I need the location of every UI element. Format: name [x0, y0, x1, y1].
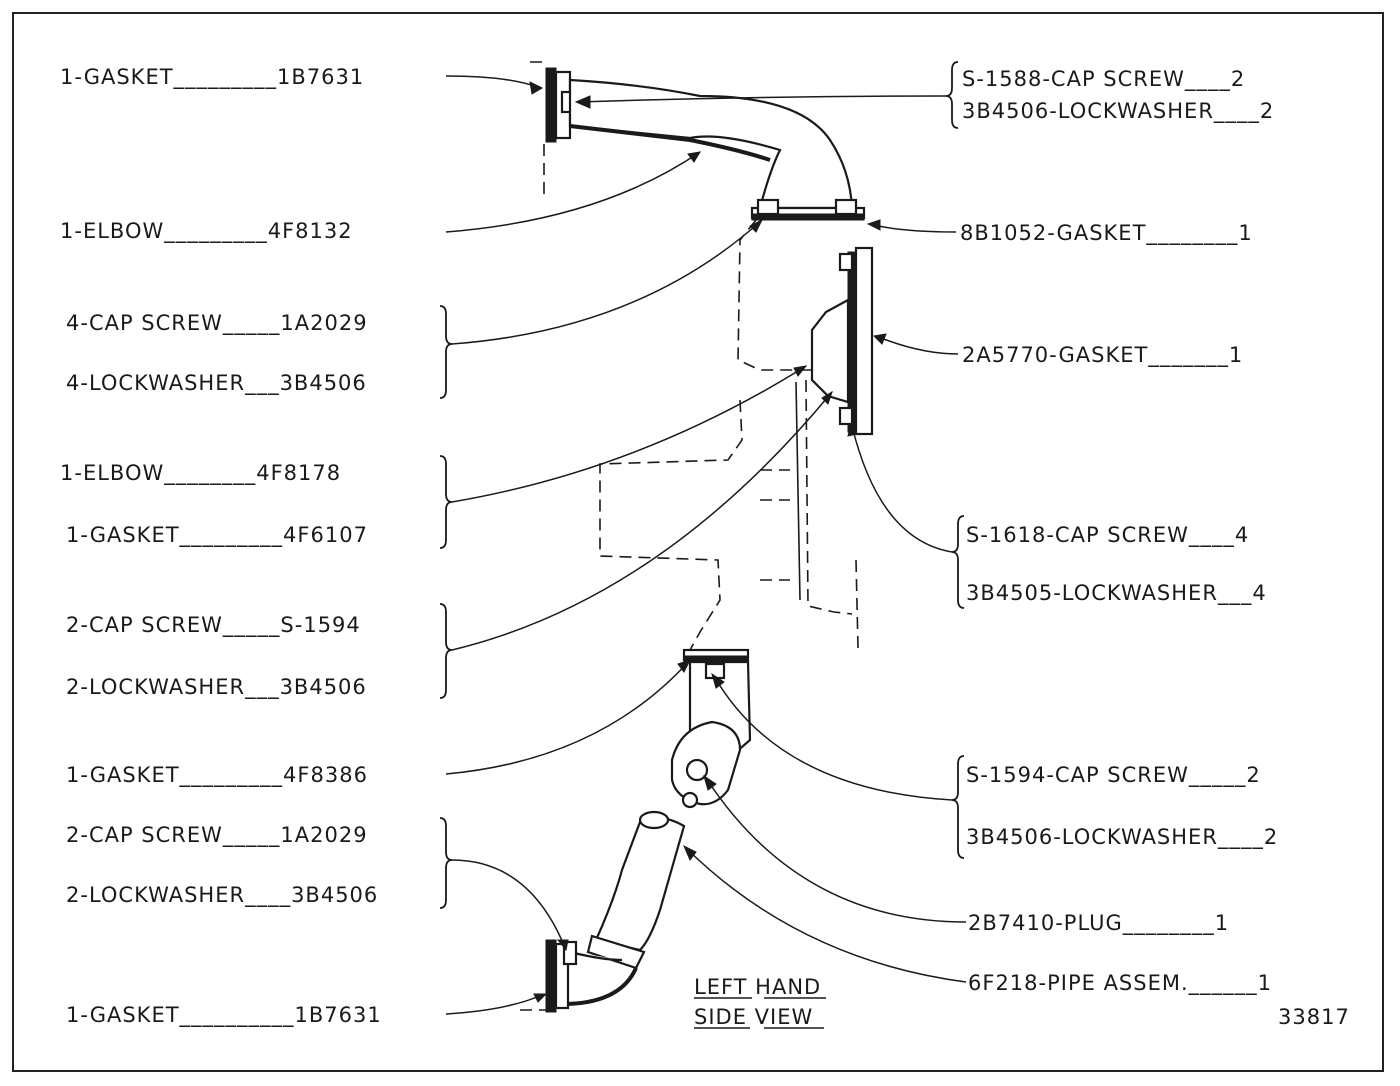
right-braces [945, 61, 965, 859]
top-gasket-1b7631 [545, 67, 557, 143]
side-cover [854, 246, 874, 436]
leader-gasket-2a5770 [875, 335, 959, 355]
brace-s1594-b-group [951, 755, 965, 859]
label-capscrew-s1618: S-1618-CAP SCREW____4 [966, 523, 1249, 548]
label-lockwasher-3b4506-b: 2-LOCKWASHER___3B4506 [66, 675, 367, 700]
right-leaders [577, 95, 967, 983]
side-screw-top [838, 252, 854, 272]
arrow-gasket-top [529, 81, 544, 95]
drawing-sheet [12, 12, 1384, 1072]
leader-capscrew-a [451, 219, 763, 345]
manifold-rear-outline [805, 379, 859, 649]
leader-capscrew-b [451, 859, 567, 951]
brace-1a2029-b-group [439, 817, 453, 909]
label-gasket-1b7631-top: 1-GASKET_________1B7631 [60, 65, 364, 90]
label-gasket-2a5770: 2A5770-GASKET_______1 [962, 343, 1243, 368]
leader-capscrew-s1618 [851, 425, 953, 553]
brace-4f8178-group [439, 455, 453, 549]
top-mount-phantom [530, 61, 546, 200]
view-title-line2: SIDE VIEW [694, 1005, 813, 1029]
part-drawing [520, 61, 874, 1013]
flange-bolt-right [834, 198, 858, 216]
label-lockwasher-3b4506-d: 3B4506-LOCKWASHER____2 [962, 99, 1274, 124]
view-title: LEFT HAND SIDE VIEW [694, 975, 826, 1029]
arrow-gasket-4f8386 [677, 659, 691, 673]
arrow-capscrew-s1594-b [711, 672, 725, 689]
label-capscrew-1a2029-b: 2-CAP SCREW_____1A2029 [66, 823, 368, 848]
label-pipe-assem-6f218: 6F218-PIPE ASSEM.______1 [968, 971, 1272, 996]
arrow-pipe-assem [683, 844, 697, 861]
arrow-gasket-2a5770 [872, 333, 887, 345]
plug-2b7410 [685, 758, 709, 782]
manifold-lower-outline [599, 399, 743, 651]
brace-1a2029-group [439, 305, 453, 399]
leader-elbow-4f8132 [445, 151, 701, 233]
brace-s1594-group [439, 603, 453, 699]
label-elbow-4f8178: 1-ELBOW________4F8178 [60, 461, 341, 486]
right-callouts: S-1588-CAP SCREW____2 3B4506-LOCKWASHER_… [960, 67, 1278, 996]
plug-boss-hole [681, 791, 699, 809]
elbow-lower-edge [569, 124, 771, 162]
left-braces [439, 305, 453, 909]
label-gasket-4f6107: 1-GASKET_________4F6107 [66, 523, 368, 548]
upper-elbow-4f8132 [568, 78, 854, 210]
arrow-gasket-bottom [533, 993, 548, 1003]
arrow-elbow-4f8178 [793, 365, 808, 377]
label-lockwasher-3b4505: 3B4505-LOCKWASHER___4 [966, 581, 1267, 606]
label-gasket-8b1052: 8B1052-GASKET________1 [960, 221, 1253, 246]
leader-capscrew-s1588 [577, 95, 947, 103]
arrowheads [529, 81, 887, 1003]
manifold-upper-outline [737, 219, 820, 371]
leader-gasket-8b1052 [869, 223, 957, 233]
arrow-capscrew-s1588 [574, 95, 591, 109]
pipe-assembly-6f218 [594, 816, 686, 952]
label-capscrew-1a2029-a: 4-CAP SCREW_____1A2029 [66, 311, 368, 336]
label-gasket-1b7631-bottom: 1-GASKET__________1B7631 [66, 1003, 382, 1028]
leader-capscrew-s1594 [451, 391, 833, 651]
flange-bolt-left [756, 198, 780, 216]
label-capscrew-s1594-b: S-1594-CAP SCREW_____2 [966, 763, 1261, 788]
arrow-plug [703, 774, 717, 791]
arrow-capscrew-s1594-a [821, 390, 833, 405]
gasket-8b1052-band [751, 213, 865, 221]
label-plug-2b7410: 2B7410-PLUG________1 [968, 911, 1229, 936]
leader-capscrew-s1594-b [713, 675, 953, 801]
leader-gasket-bottom [445, 993, 545, 1015]
leader-plug-2b7410 [705, 777, 967, 923]
arrow-capscrew-s1618 [847, 422, 858, 437]
view-title-underline [694, 997, 826, 1029]
label-lockwasher-3b4506-a: 4-LOCKWASHER___3B4506 [66, 371, 367, 396]
left-leaders [445, 75, 833, 1015]
label-capscrew-s1588: S-1588-CAP SCREW____2 [962, 67, 1245, 92]
leader-pipe-assem [685, 847, 967, 983]
label-lockwasher-3b4506-e: 3B4506-LOCKWASHER____2 [966, 825, 1278, 850]
view-title-line1: LEFT HAND [694, 975, 821, 999]
brace-s1618-group [951, 515, 965, 609]
manifold-face-line [795, 381, 801, 601]
bottom-gasket-1b7631 [545, 939, 557, 1013]
arrow-gasket-8b1052 [866, 219, 881, 231]
leader-elbow-4f8178 [451, 365, 807, 503]
label-capscrew-s1594-a: 2-CAP SCREW_____S-1594 [66, 613, 361, 638]
arrow-elbow-4f8132 [687, 151, 701, 163]
side-screw-bottom [838, 406, 854, 426]
gasket-2a5770 [847, 251, 857, 433]
manifold-ribs [760, 469, 790, 581]
drawing-number: 33817 [1278, 1005, 1350, 1029]
arrow-capscrew-b [556, 939, 569, 952]
label-lockwasher-3b4506-c: 2-LOCKWASHER____3B4506 [66, 883, 378, 908]
side-boss [810, 298, 850, 404]
left-callouts: 1-GASKET_________1B7631 1-ELBOW_________… [60, 65, 382, 1028]
pipe-bend [561, 967, 638, 1006]
pipe-top-end [638, 810, 670, 830]
leader-gasket-top [445, 75, 541, 89]
arrow-capscrew-a [749, 218, 764, 233]
brace-s1588-group [945, 61, 959, 129]
leader-gasket-4f8386 [445, 659, 691, 775]
plug-boss [670, 720, 742, 806]
label-elbow-4f8132: 1-ELBOW_________4F8132 [60, 219, 353, 244]
label-gasket-4f8386: 1-GASKET_________4F8386 [66, 763, 368, 788]
